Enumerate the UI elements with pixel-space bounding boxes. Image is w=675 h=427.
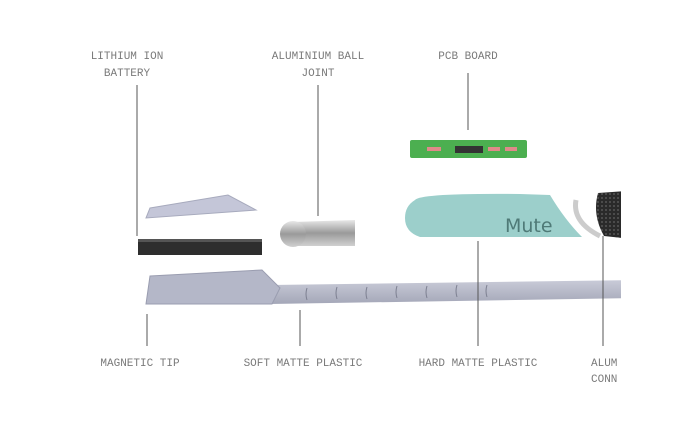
label-battery-1: LITHIUM ION: [91, 51, 164, 63]
battery-cover: [145, 194, 258, 219]
hard-matte-shell: [405, 193, 582, 237]
label-magnetic-tip: MAGNETIC TIP: [100, 358, 180, 370]
label-ball-2: JOINT: [301, 68, 334, 80]
label-hard-plastic: HARD MATTE PLASTIC: [419, 358, 538, 370]
label-connector-1: ALUM: [591, 358, 617, 370]
label-pcb: PCB BOARD: [438, 51, 498, 63]
magnetic-tip: [145, 269, 281, 305]
soft-matte-strip: [270, 280, 621, 304]
label-soft-plastic: SOFT MATTE PLASTIC: [244, 358, 363, 370]
aluminium-connector: [573, 199, 602, 239]
mesh-part: [596, 191, 621, 238]
lithium-ion-battery: [138, 239, 262, 255]
label-connector-2: CONN: [591, 374, 617, 386]
aluminium-ball-joint: [292, 220, 355, 246]
mute-text: Mute: [505, 215, 553, 237]
label-ball-1: ALUMINIUM BALL: [272, 51, 364, 63]
label-battery-2: BATTERY: [104, 68, 151, 80]
